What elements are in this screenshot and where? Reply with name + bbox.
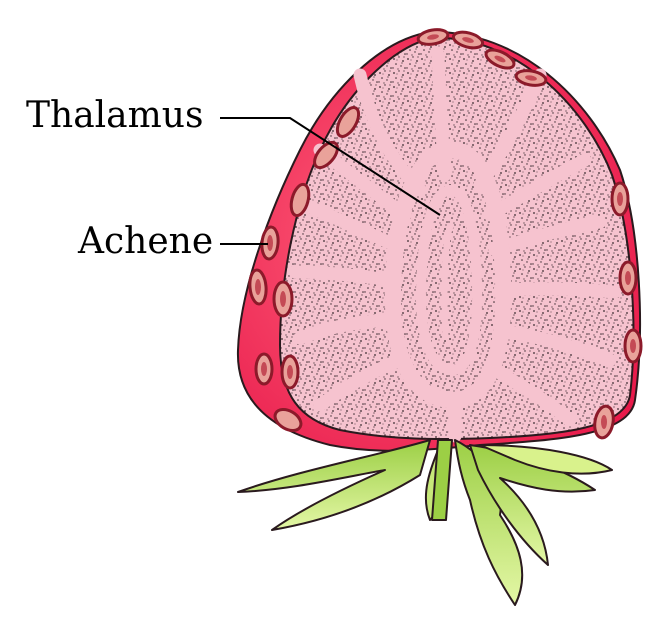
central-pith [384,141,512,409]
sepal [479,444,613,475]
achene-label: Achene [78,221,214,262]
sepal-stem [431,439,453,521]
achene-seed [289,182,311,218]
achene-seed [273,408,303,432]
leader-lines [220,117,441,245]
achene-seed [335,106,361,138]
sepal [237,439,431,531]
achene-seed [313,140,339,170]
thalamus-leader-line [220,117,441,216]
sepals [237,439,613,606]
thalamus-label: Thalamus [26,95,204,136]
